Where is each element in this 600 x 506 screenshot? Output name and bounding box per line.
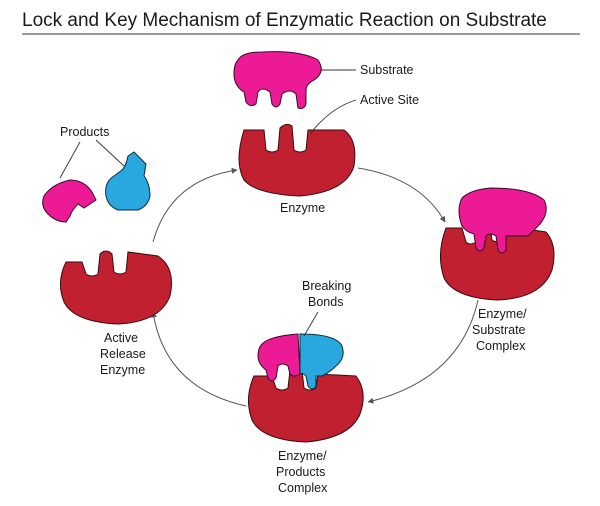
es-complex-label-line1: Enzyme/ xyxy=(478,307,527,321)
arrow-release-to-enzyme xyxy=(152,167,238,243)
substrate-label: Substrate xyxy=(360,63,414,77)
active-release-label-line3: Enzyme xyxy=(100,363,145,377)
breaking-bonds-label-line2: Bonds xyxy=(308,295,343,309)
ep-complex-product-pink xyxy=(257,333,301,382)
products-label: Products xyxy=(60,125,109,139)
ep-complex-product-blue xyxy=(299,333,344,390)
es-complex-substrate xyxy=(458,187,547,254)
breaking-bonds-leader xyxy=(303,311,319,337)
products-leader-blue xyxy=(95,139,125,167)
products-leader-pink xyxy=(59,141,81,179)
arrow-complex-to-products xyxy=(367,299,479,404)
ep-complex-label-line3: Complex xyxy=(278,481,328,495)
enzyme-label: Enzyme xyxy=(280,201,325,215)
ep-complex-label-line2: Products xyxy=(276,465,325,479)
ep-complex-enzyme xyxy=(248,367,364,443)
product-blue-shape xyxy=(105,151,151,211)
breaking-bonds-label-line1: Breaking xyxy=(302,279,351,293)
es-complex-label-line3: Complex xyxy=(476,339,526,353)
active-site-leader xyxy=(309,99,357,135)
active-release-label-line1: Active xyxy=(104,331,138,345)
active-site-label: Active Site xyxy=(360,93,419,107)
ep-complex-label-line1: Enzyme/ xyxy=(278,449,327,463)
enzyme-shape xyxy=(238,123,356,197)
arrow-enzyme-to-complex xyxy=(357,167,446,223)
active-release-label-line2: Release xyxy=(100,347,146,361)
product-pink-shape xyxy=(42,179,97,223)
active-release-enzyme xyxy=(60,250,172,325)
es-complex-label-line2: Substrate xyxy=(472,323,526,337)
diagram-title: Lock and Key Mechanism of Enzymatic Reac… xyxy=(22,10,547,31)
substrate-shape xyxy=(233,51,322,109)
arrow-products-to-release xyxy=(150,311,247,407)
